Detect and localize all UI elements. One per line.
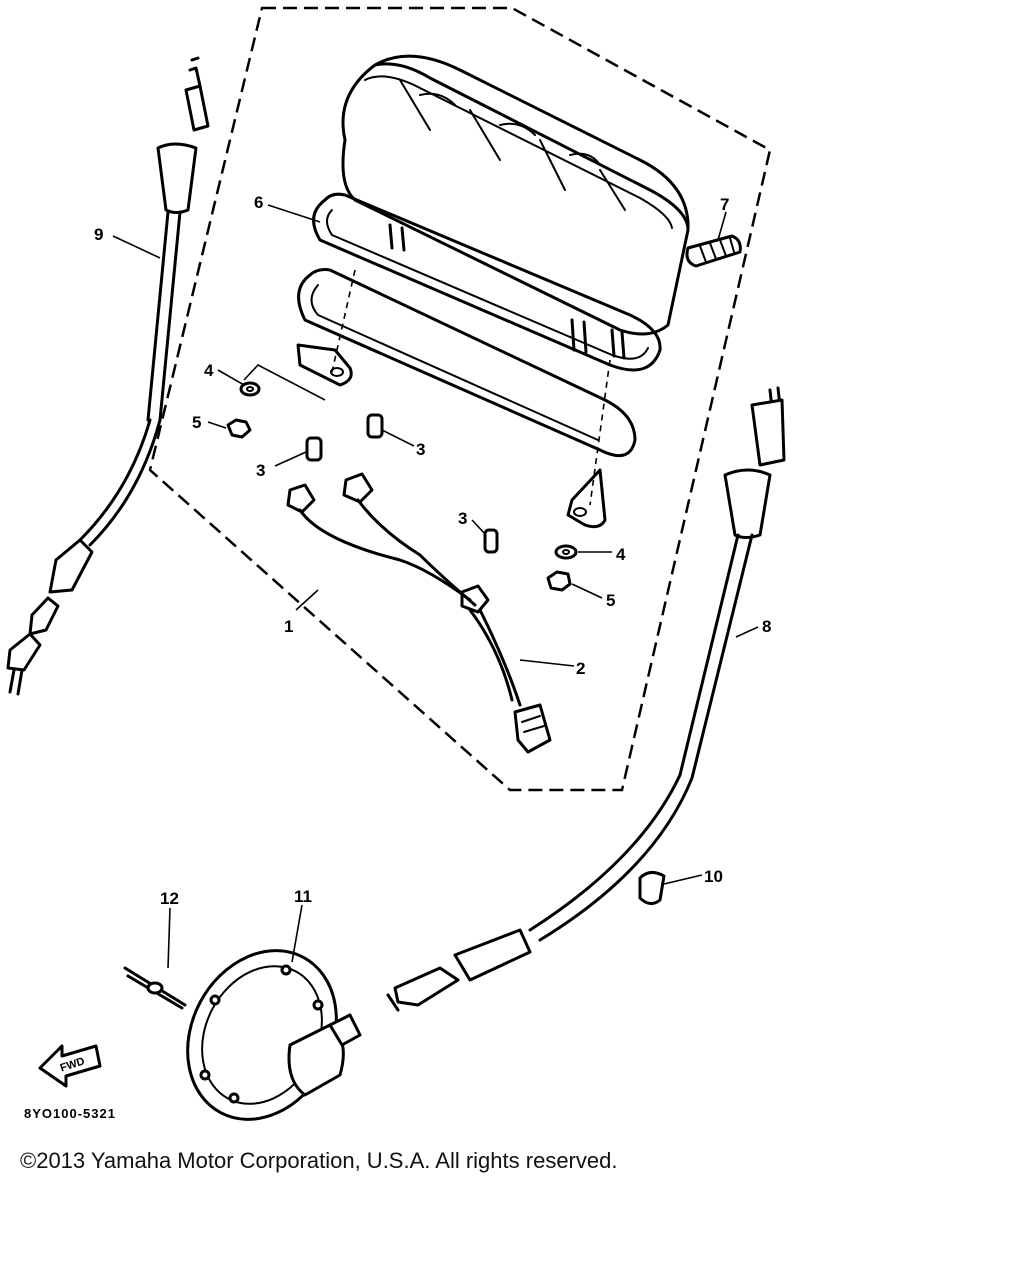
cable-clamp — [638, 871, 666, 905]
fwd-arrow-icon: FWD — [38, 1044, 102, 1088]
callout-6: 6 — [254, 193, 263, 212]
callout-10: 10 — [704, 867, 723, 886]
nut-right — [546, 570, 572, 592]
callout-5b: 5 — [606, 591, 615, 610]
callout-5a: 5 — [192, 413, 201, 432]
meter-housing — [341, 54, 690, 360]
drawing-code: 8YO100-5321 — [24, 1106, 116, 1121]
callout-3b: 3 — [256, 461, 265, 480]
washer-left — [239, 381, 261, 397]
exploded-parts-diagram: FWD 1 2 3 3 3 4 4 5 5 6 7 8 9 10 11 12 8… — [6, 6, 786, 1121]
assembly-boundary — [148, 6, 772, 792]
callout-11: 11 — [294, 887, 312, 906]
copyright-notice: ©2013 Yamaha Motor Corporation, U.S.A. A… — [20, 1148, 618, 1173]
callout-3c: 3 — [458, 509, 467, 528]
washer-right — [554, 544, 578, 560]
bulb-2 — [366, 413, 384, 439]
callout-8: 8 — [762, 617, 771, 636]
callout-1: 1 — [284, 617, 293, 636]
wire-harness — [286, 472, 552, 754]
cable-right — [386, 386, 786, 1012]
gear-pin — [123, 966, 187, 1010]
reset-knob — [685, 234, 742, 268]
callout-9: 9 — [94, 225, 103, 244]
nut-left — [226, 418, 252, 439]
bulb-1 — [305, 436, 323, 462]
callout-4b: 4 — [616, 545, 626, 564]
callout-7: 7 — [720, 195, 729, 214]
meter-gear-unit — [186, 949, 362, 1121]
bulb-3 — [483, 528, 499, 554]
callout-12: 12 — [160, 889, 179, 908]
lower-bracket — [296, 268, 637, 529]
callout-3a: 3 — [416, 440, 425, 459]
gasket — [312, 192, 662, 372]
callout-4a: 4 — [204, 361, 214, 380]
cable-left — [6, 56, 210, 696]
callout-2: 2 — [576, 659, 585, 678]
